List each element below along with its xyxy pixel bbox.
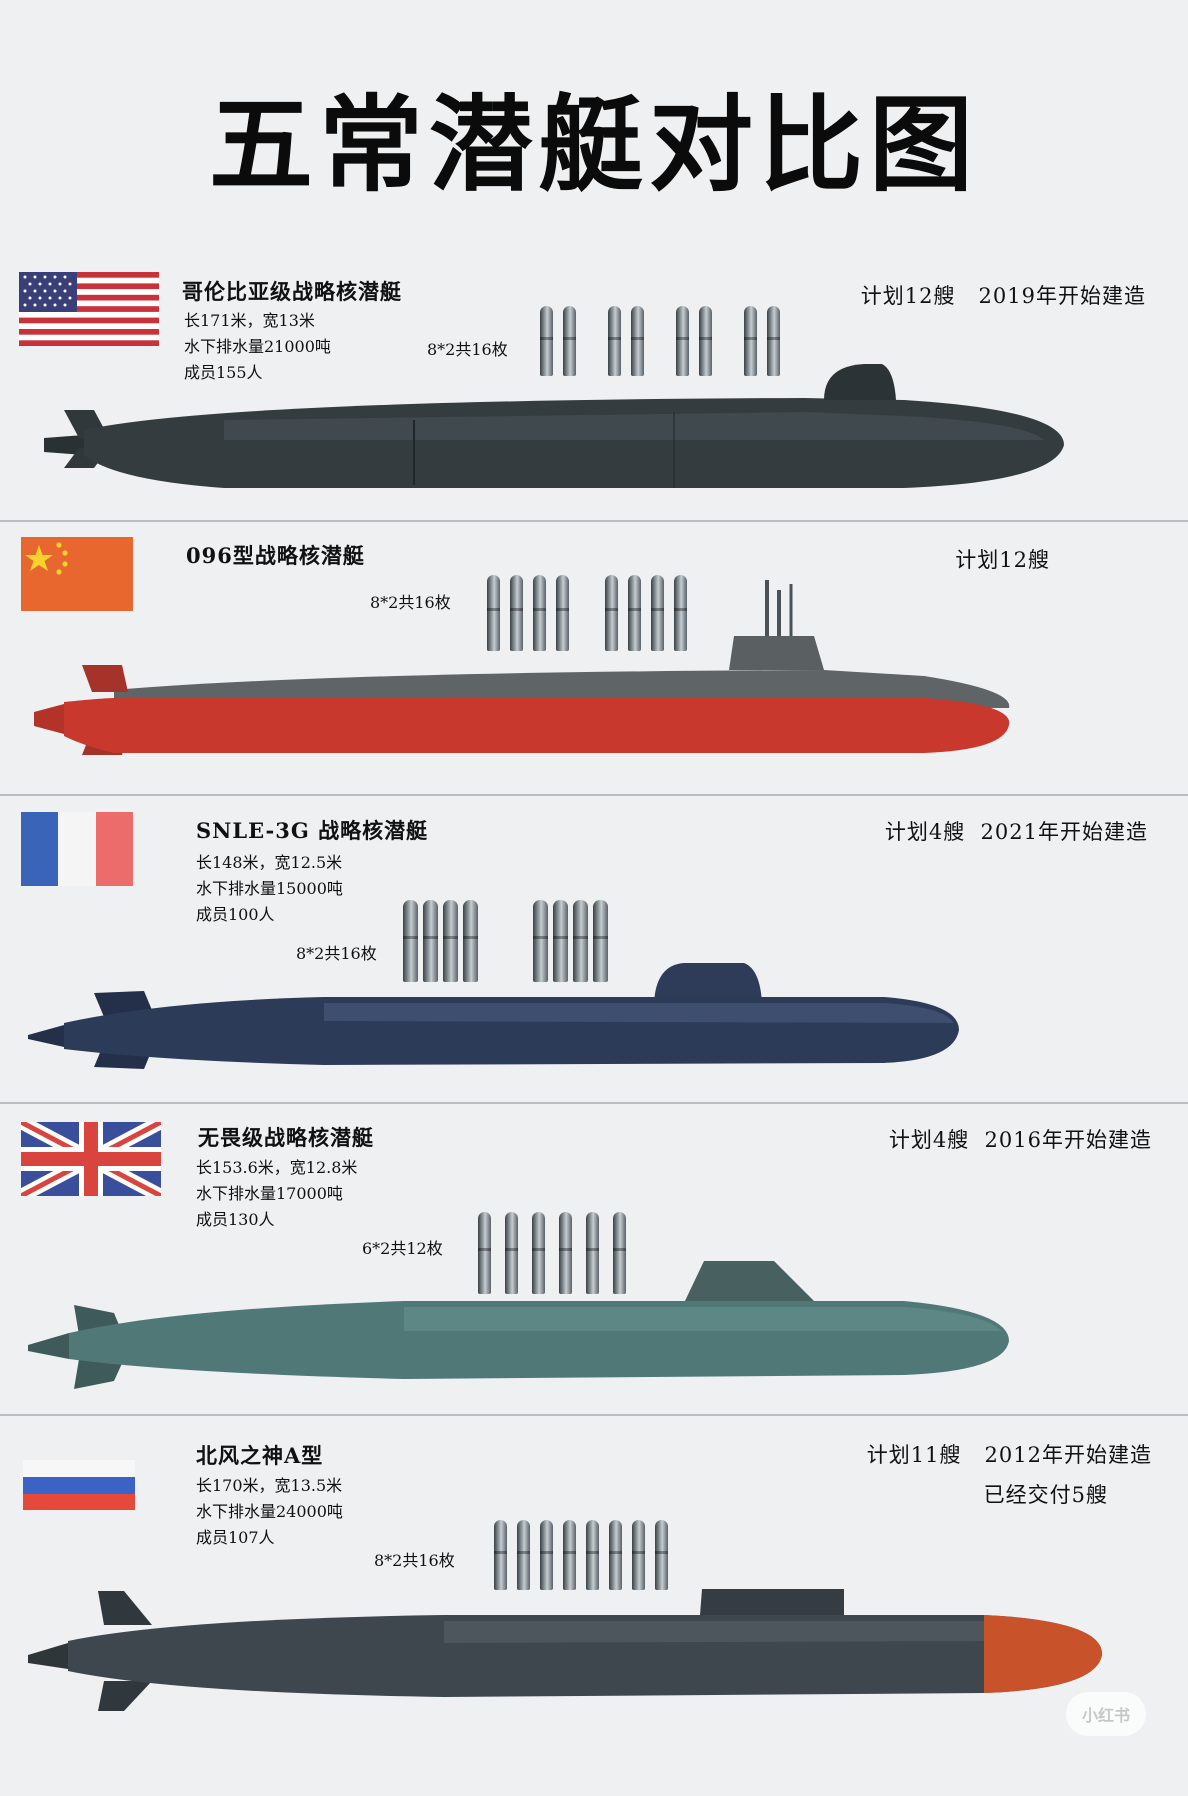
missile-count: 6*2共12枚 <box>362 1239 443 1258</box>
plan-line: 计划4艘 2021年开始建造 <box>884 820 1148 844</box>
missile-count: 8*2共16枚 <box>427 340 508 359</box>
missile-icon <box>559 1212 572 1294</box>
spec-dimensions: 长148米，宽12.5米 <box>196 853 343 872</box>
missile-icon <box>505 1212 518 1294</box>
missile-icon <box>463 900 478 982</box>
submarine-specs: 长148米，宽12.5米 水下排水量15000吨 成员100人 <box>196 850 343 928</box>
submarine-illustration <box>28 963 959 1069</box>
submarine-name: SNLE-3G 战略核潜艇 <box>196 818 429 843</box>
build-plan: 计划12艘 <box>955 540 1050 580</box>
missile-icon <box>563 306 576 376</box>
submarine-name: 北风之神A型 <box>196 1443 324 1468</box>
missile-icon <box>540 306 553 376</box>
watermark-badge: 小红书 <box>1066 1692 1146 1736</box>
missile-row <box>403 900 613 982</box>
submarine-name: 096型战略核潜艇 <box>186 543 365 568</box>
spec-crew: 成员155人 <box>184 363 263 382</box>
spec-crew: 成员100人 <box>196 905 275 924</box>
missile-icon <box>494 1520 507 1590</box>
missile-icon <box>403 900 418 982</box>
missile-icon <box>586 1520 599 1590</box>
missile-icon <box>699 306 712 376</box>
china-flag-icon <box>21 537 133 611</box>
missile-icon <box>586 1212 599 1294</box>
missile-icon <box>563 1520 576 1590</box>
spec-crew: 成员130人 <box>196 1210 275 1229</box>
missile-icon <box>605 575 618 651</box>
france-flag-icon <box>21 812 133 886</box>
missile-icon <box>632 1520 645 1590</box>
missile-icon <box>533 575 546 651</box>
spec-dimensions: 长153.6米，宽12.8米 <box>196 1158 358 1177</box>
build-plan: 计划4艘 2021年开始建造 <box>885 812 1148 852</box>
plan-line: 已经交付5艘 <box>983 1483 1108 1507</box>
missile-icon <box>540 1520 553 1590</box>
plan-line: 计划12艘 <box>955 548 1050 572</box>
missile-icon <box>676 306 689 376</box>
build-plan: 计划4艘 2016年开始建造 <box>889 1120 1152 1160</box>
page-title: 五常潜艇对比图 <box>208 84 979 206</box>
section-divider <box>0 520 1188 522</box>
spec-displacement: 水下排水量24000吨 <box>196 1502 343 1521</box>
submarine-name: 无畏级战略核潜艇 <box>198 1125 374 1150</box>
missile-icon <box>651 575 664 651</box>
missile-icon <box>517 1520 530 1590</box>
section-divider <box>0 1102 1188 1104</box>
build-plan: 计划12艘 2019年开始建造 <box>861 276 1146 316</box>
missile-row <box>540 306 790 376</box>
missile-icon <box>631 306 644 376</box>
submarine-name: 哥伦比亚级战略核潜艇 <box>182 279 402 304</box>
missile-icon <box>487 575 500 651</box>
submarine-illustration <box>44 364 1064 488</box>
uk-flag-icon <box>21 1122 161 1196</box>
usa-flag-icon <box>19 272 159 346</box>
missile-icon <box>423 900 438 982</box>
spec-dimensions: 长170米，宽13.5米 <box>196 1476 343 1495</box>
missile-icon <box>674 575 687 651</box>
missile-icon <box>532 1212 545 1294</box>
spec-dimensions: 长171米，宽13米 <box>184 311 315 330</box>
submarine-illustration <box>34 580 1010 755</box>
plan-line: 计划11艘 2012年开始建造 <box>866 1443 1152 1467</box>
spec-crew: 成员107人 <box>196 1528 275 1547</box>
missile-icon <box>443 900 458 982</box>
missile-row <box>494 1520 678 1590</box>
missile-row <box>487 575 697 651</box>
submarine-illustration <box>28 1261 1009 1389</box>
missile-icon <box>553 900 568 982</box>
missile-icon <box>573 900 588 982</box>
missile-icon <box>510 575 523 651</box>
section-divider <box>0 1414 1188 1416</box>
missile-icon <box>609 1520 622 1590</box>
missile-icon <box>533 900 548 982</box>
submarine-illustration <box>28 1589 1103 1711</box>
russia-flag-icon <box>23 1460 135 1510</box>
missile-icon <box>613 1212 626 1294</box>
missile-icon <box>655 1520 668 1590</box>
missile-row <box>478 1212 640 1294</box>
submarine-specs: 长153.6米，宽12.8米 水下排水量17000吨 成员130人 <box>196 1155 357 1233</box>
build-plan: 计划11艘 2012年开始建造 已经交付5艘 <box>867 1435 1152 1515</box>
missile-icon <box>628 575 641 651</box>
spec-displacement: 水下排水量17000吨 <box>196 1184 343 1203</box>
submarine-specs: 长170米，宽13.5米 水下排水量24000吨 成员107人 <box>196 1473 343 1551</box>
plan-line: 计划4艘 2016年开始建造 <box>888 1128 1152 1152</box>
missile-icon <box>593 900 608 982</box>
spec-displacement: 水下排水量15000吨 <box>196 879 343 898</box>
submarine-specs: 长171米，宽13米 水下排水量21000吨 成员155人 <box>184 308 331 386</box>
missile-icon <box>608 306 621 376</box>
missile-icon <box>767 306 780 376</box>
missile-count: 8*2共16枚 <box>296 944 377 963</box>
missile-icon <box>744 306 757 376</box>
missile-count: 8*2共16枚 <box>374 1551 455 1570</box>
plan-line: 计划12艘 2019年开始建造 <box>860 284 1146 308</box>
section-divider <box>0 794 1188 796</box>
missile-icon <box>556 575 569 651</box>
missile-count: 8*2共16枚 <box>370 593 451 612</box>
spec-displacement: 水下排水量21000吨 <box>184 337 331 356</box>
missile-icon <box>478 1212 491 1294</box>
